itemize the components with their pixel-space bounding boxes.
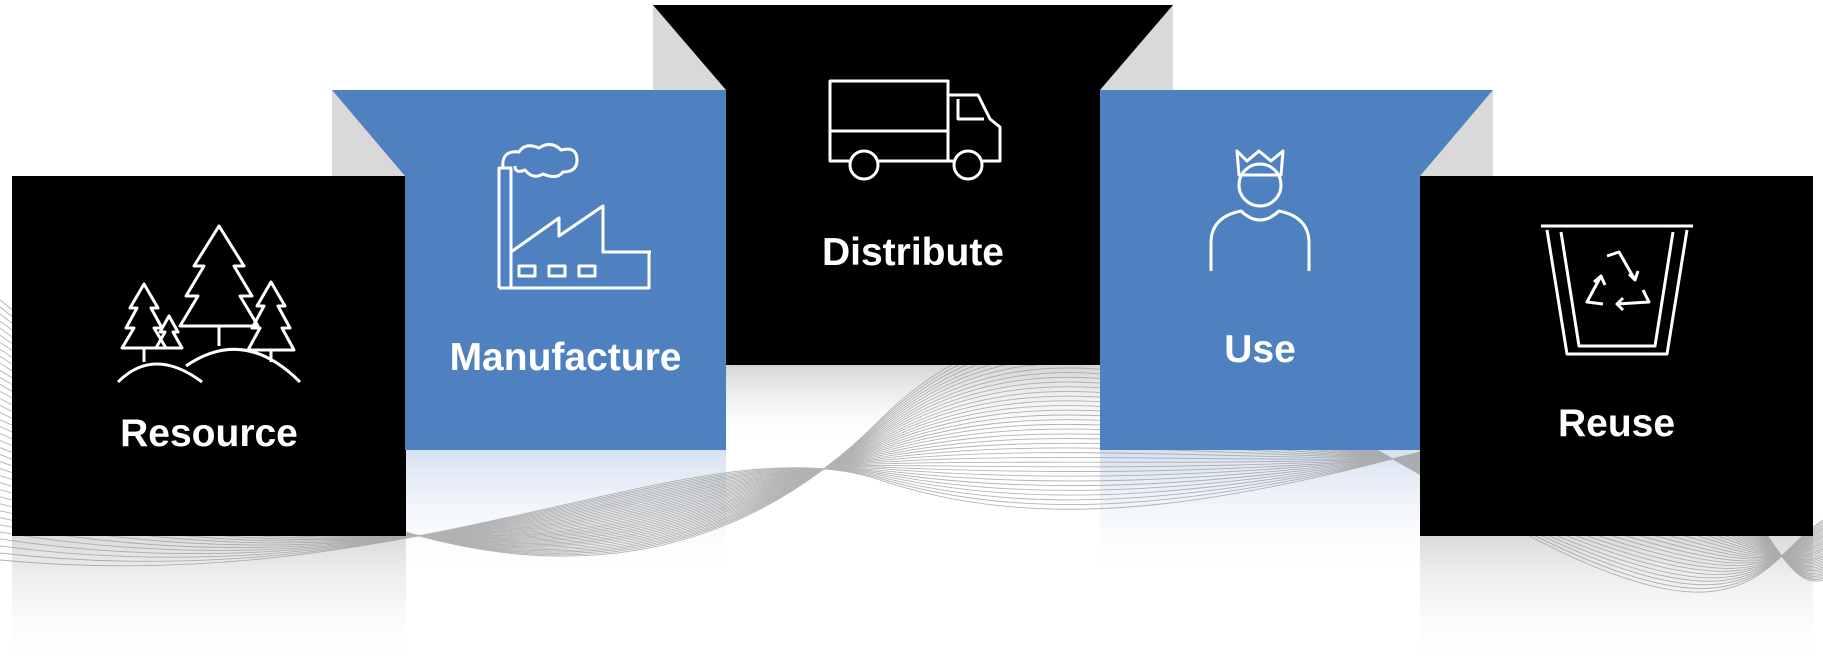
recycle-bin-icon xyxy=(1420,222,1813,362)
distribute-label: Distribute xyxy=(821,231,1004,274)
distribute-left-wing xyxy=(653,5,726,90)
use-right-wing xyxy=(1420,90,1493,176)
manufacture-label: Manufacture xyxy=(449,336,682,379)
reuse-label: Reuse xyxy=(1557,402,1676,445)
use-panel: Use xyxy=(1100,90,1420,450)
distribute-right-wing xyxy=(1100,5,1173,90)
reuse-panel: Reuse xyxy=(1420,176,1813,536)
distribute-shadow xyxy=(726,365,1100,445)
manufacture-panel: Manufacture xyxy=(405,90,726,450)
use-label: Use xyxy=(1224,328,1296,371)
manufacture-left-wing xyxy=(332,90,405,176)
delivery-truck-icon xyxy=(726,75,1100,185)
crowned-person-icon xyxy=(1100,145,1420,275)
resource-reflection xyxy=(12,536,406,666)
factory-icon xyxy=(405,140,726,290)
distribute-panel: Distribute xyxy=(726,5,1100,365)
use-reflection xyxy=(1100,450,1420,580)
resource-label: Resource xyxy=(120,412,298,455)
resource-panel: Resource xyxy=(12,176,406,536)
forest-trees-icon xyxy=(12,216,406,386)
